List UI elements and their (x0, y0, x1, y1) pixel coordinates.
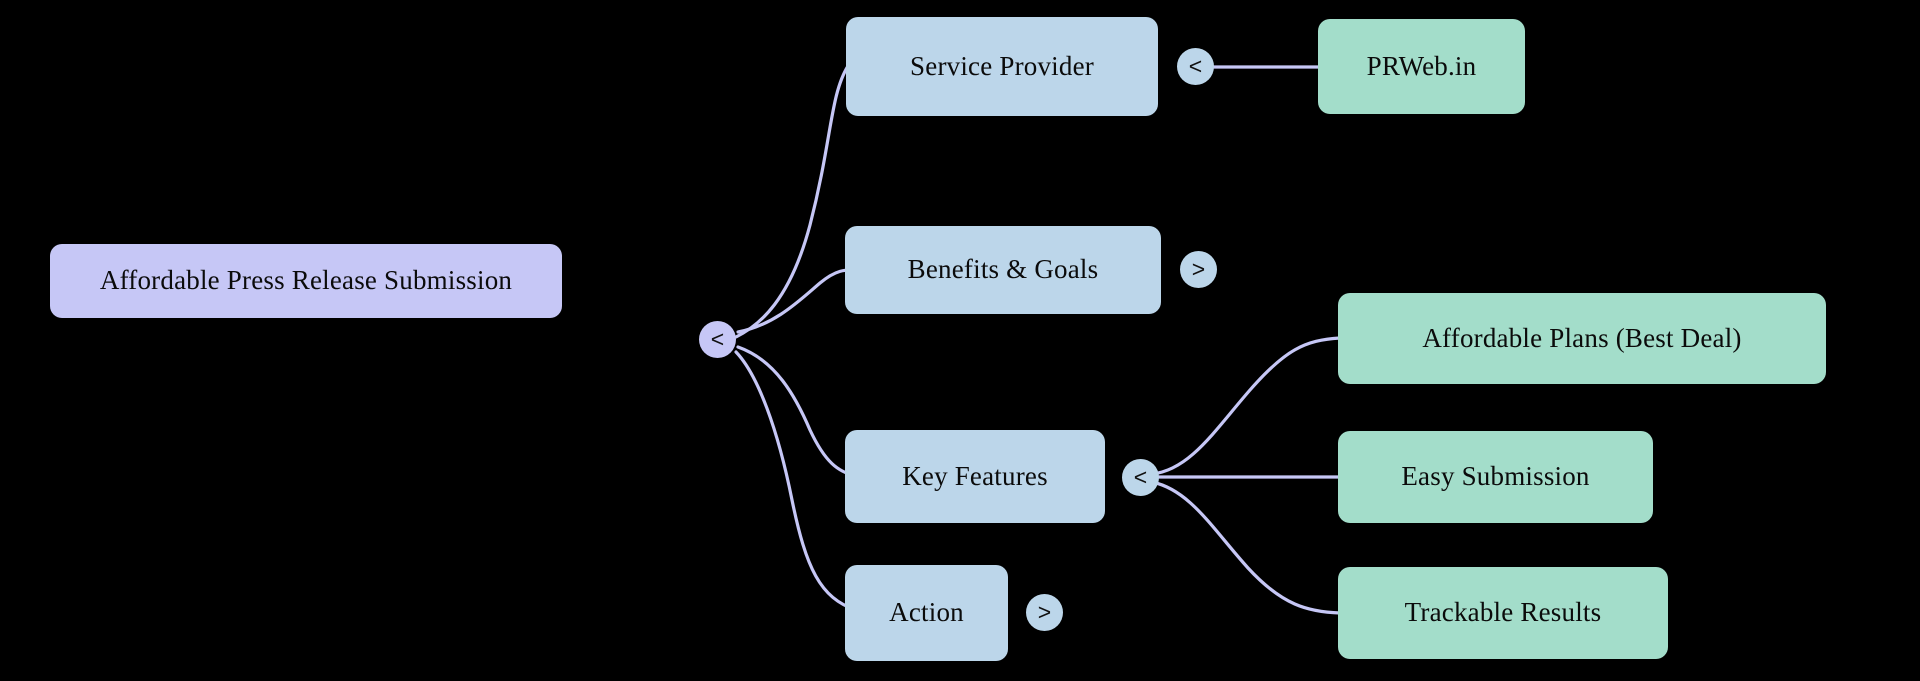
edge-key-features-affordable-plans (1150, 336, 1342, 476)
edge-key-features-trackable-results (1150, 480, 1342, 615)
chevron-left-icon: < (710, 326, 725, 352)
node-root-label: Affordable Press Release Submission (99, 265, 513, 296)
chevron-left-icon: < (1133, 464, 1148, 490)
expand-marker-benefits-goals[interactable]: > (1180, 251, 1217, 288)
node-benefits-goals-label: Benefits & Goals (907, 254, 1099, 285)
node-root[interactable]: Affordable Press Release Submission (50, 244, 562, 318)
node-trackable-results-label: Trackable Results (1404, 597, 1602, 628)
node-action[interactable]: Action (845, 565, 1008, 661)
chevron-left-icon: < (1188, 53, 1203, 79)
edge-root-benefits-goals (736, 268, 858, 334)
expand-marker-root[interactable]: < (699, 321, 736, 358)
node-service-provider[interactable]: Service Provider (846, 17, 1158, 116)
chevron-right-icon: > (1191, 256, 1206, 282)
node-benefits-goals[interactable]: Benefits & Goals (845, 226, 1161, 314)
node-easy-submission-label: Easy Submission (1401, 461, 1590, 492)
node-key-features-label: Key Features (902, 460, 1048, 491)
node-easy-submission[interactable]: Easy Submission (1338, 431, 1653, 523)
node-affordable-plans[interactable]: Affordable Plans (Best Deal) (1338, 293, 1826, 384)
edge-root-action (734, 350, 858, 612)
node-prweb-label: PRWeb.in (1366, 50, 1477, 81)
expand-marker-key-features[interactable]: < (1122, 459, 1159, 496)
node-service-provider-label: Service Provider (910, 50, 1094, 81)
node-key-features[interactable]: Key Features (845, 430, 1105, 523)
chevron-right-icon: > (1037, 599, 1052, 625)
edge-root-service-provider (734, 64, 850, 339)
edge-root-key-features (736, 345, 858, 478)
expand-marker-action[interactable]: > (1026, 594, 1063, 631)
node-trackable-results[interactable]: Trackable Results (1338, 567, 1668, 659)
node-prweb[interactable]: PRWeb.in (1318, 19, 1525, 114)
node-affordable-plans-label: Affordable Plans (Best Deal) (1422, 322, 1742, 353)
node-action-label: Action (889, 597, 964, 628)
expand-marker-service-provider[interactable]: < (1177, 48, 1214, 85)
